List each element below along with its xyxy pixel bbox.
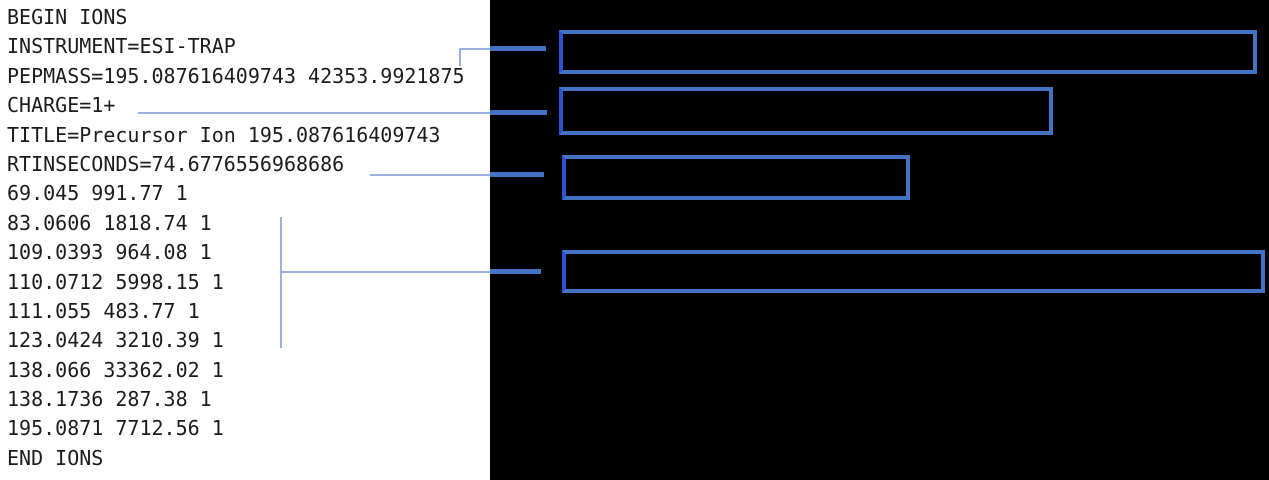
code-line: INSTRUMENT=ESI-TRAP [7,34,236,59]
code-line: BEGIN IONS [7,5,128,29]
callout-box-rtinseconds [562,155,910,200]
code-line: 195.0871 7712.56 1 [7,416,224,441]
connector-peaklist-line [281,271,492,273]
code-line: PEPMASS=195.087616409743 42353.9921875 [7,63,465,88]
callout-box-charge [559,87,1053,135]
code-line: 109.0393 964.08 1 [7,240,212,265]
connector-rtinseconds-bold-segment [490,172,544,177]
mgf-file-text: BEGIN IONS INSTRUMENT=ESI-TRAP PEPMASS=195… [7,3,465,473]
connector-charge-line [138,112,492,114]
callout-box-pepmass [559,30,1257,74]
connector-pepmass-elbow-horizontal [459,48,492,50]
code-line: RTINSECONDS=74.6776556968686 [7,151,345,176]
code-line: 110.0712 5998.15 1 [7,269,224,294]
connector-pepmass-bold-segment [490,46,546,51]
code-line: TITLE=Precursor Ion 195.087616409743 [7,122,441,147]
connector-pepmass-elbow-vertical [459,48,461,66]
code-line: 138.1736 287.38 1 [7,387,212,412]
code-line: CHARGE=1+ [7,93,116,118]
code-line: 69.045 991.77 1 [7,181,188,206]
connector-peaklist-bracket [280,217,282,348]
connector-rtinseconds-line [370,174,492,176]
code-line: 123.0424 3210.39 1 [7,328,224,353]
code-line: 83.0606 1818.74 1 [7,210,212,235]
code-line: 138.066 33362.02 1 [7,357,224,382]
code-line: 111.055 483.77 1 [7,298,200,323]
connector-peaklist-bold-segment [490,269,541,274]
callout-box-peaklist [562,250,1265,293]
code-line: END IONS [7,445,104,470]
redaction-panel [490,0,1269,480]
connector-charge-bold-segment [490,110,547,115]
